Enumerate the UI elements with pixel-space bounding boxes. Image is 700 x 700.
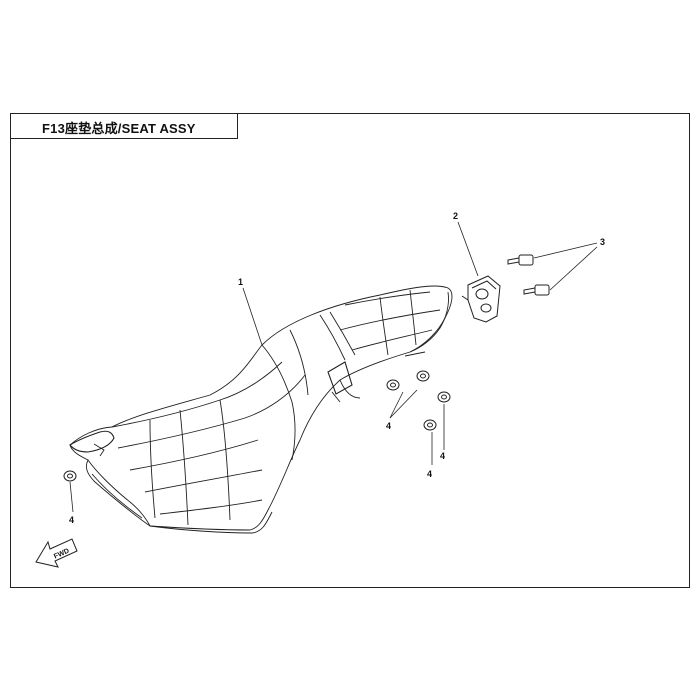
- callout-4c: 4: [427, 469, 432, 479]
- diagram-frame: [10, 113, 690, 588]
- callout-1: 1: [238, 277, 243, 287]
- callout-3: 3: [600, 237, 605, 247]
- seat-part: [69, 285, 453, 534]
- diagram-title: F13座垫总成/SEAT ASSY: [42, 121, 196, 136]
- callout-2: 2: [453, 211, 458, 221]
- bolt-parts: [507, 254, 550, 296]
- rear-bracket-part: [461, 275, 501, 323]
- nut-parts: [63, 370, 451, 482]
- callout-4b: 4: [440, 451, 445, 461]
- leader-lines: [69, 221, 598, 513]
- title-box: [10, 113, 238, 139]
- callout-4d: 4: [69, 515, 74, 525]
- callout-4a: 4: [386, 421, 391, 431]
- fwd-arrow-icon: FWD: [35, 538, 78, 568]
